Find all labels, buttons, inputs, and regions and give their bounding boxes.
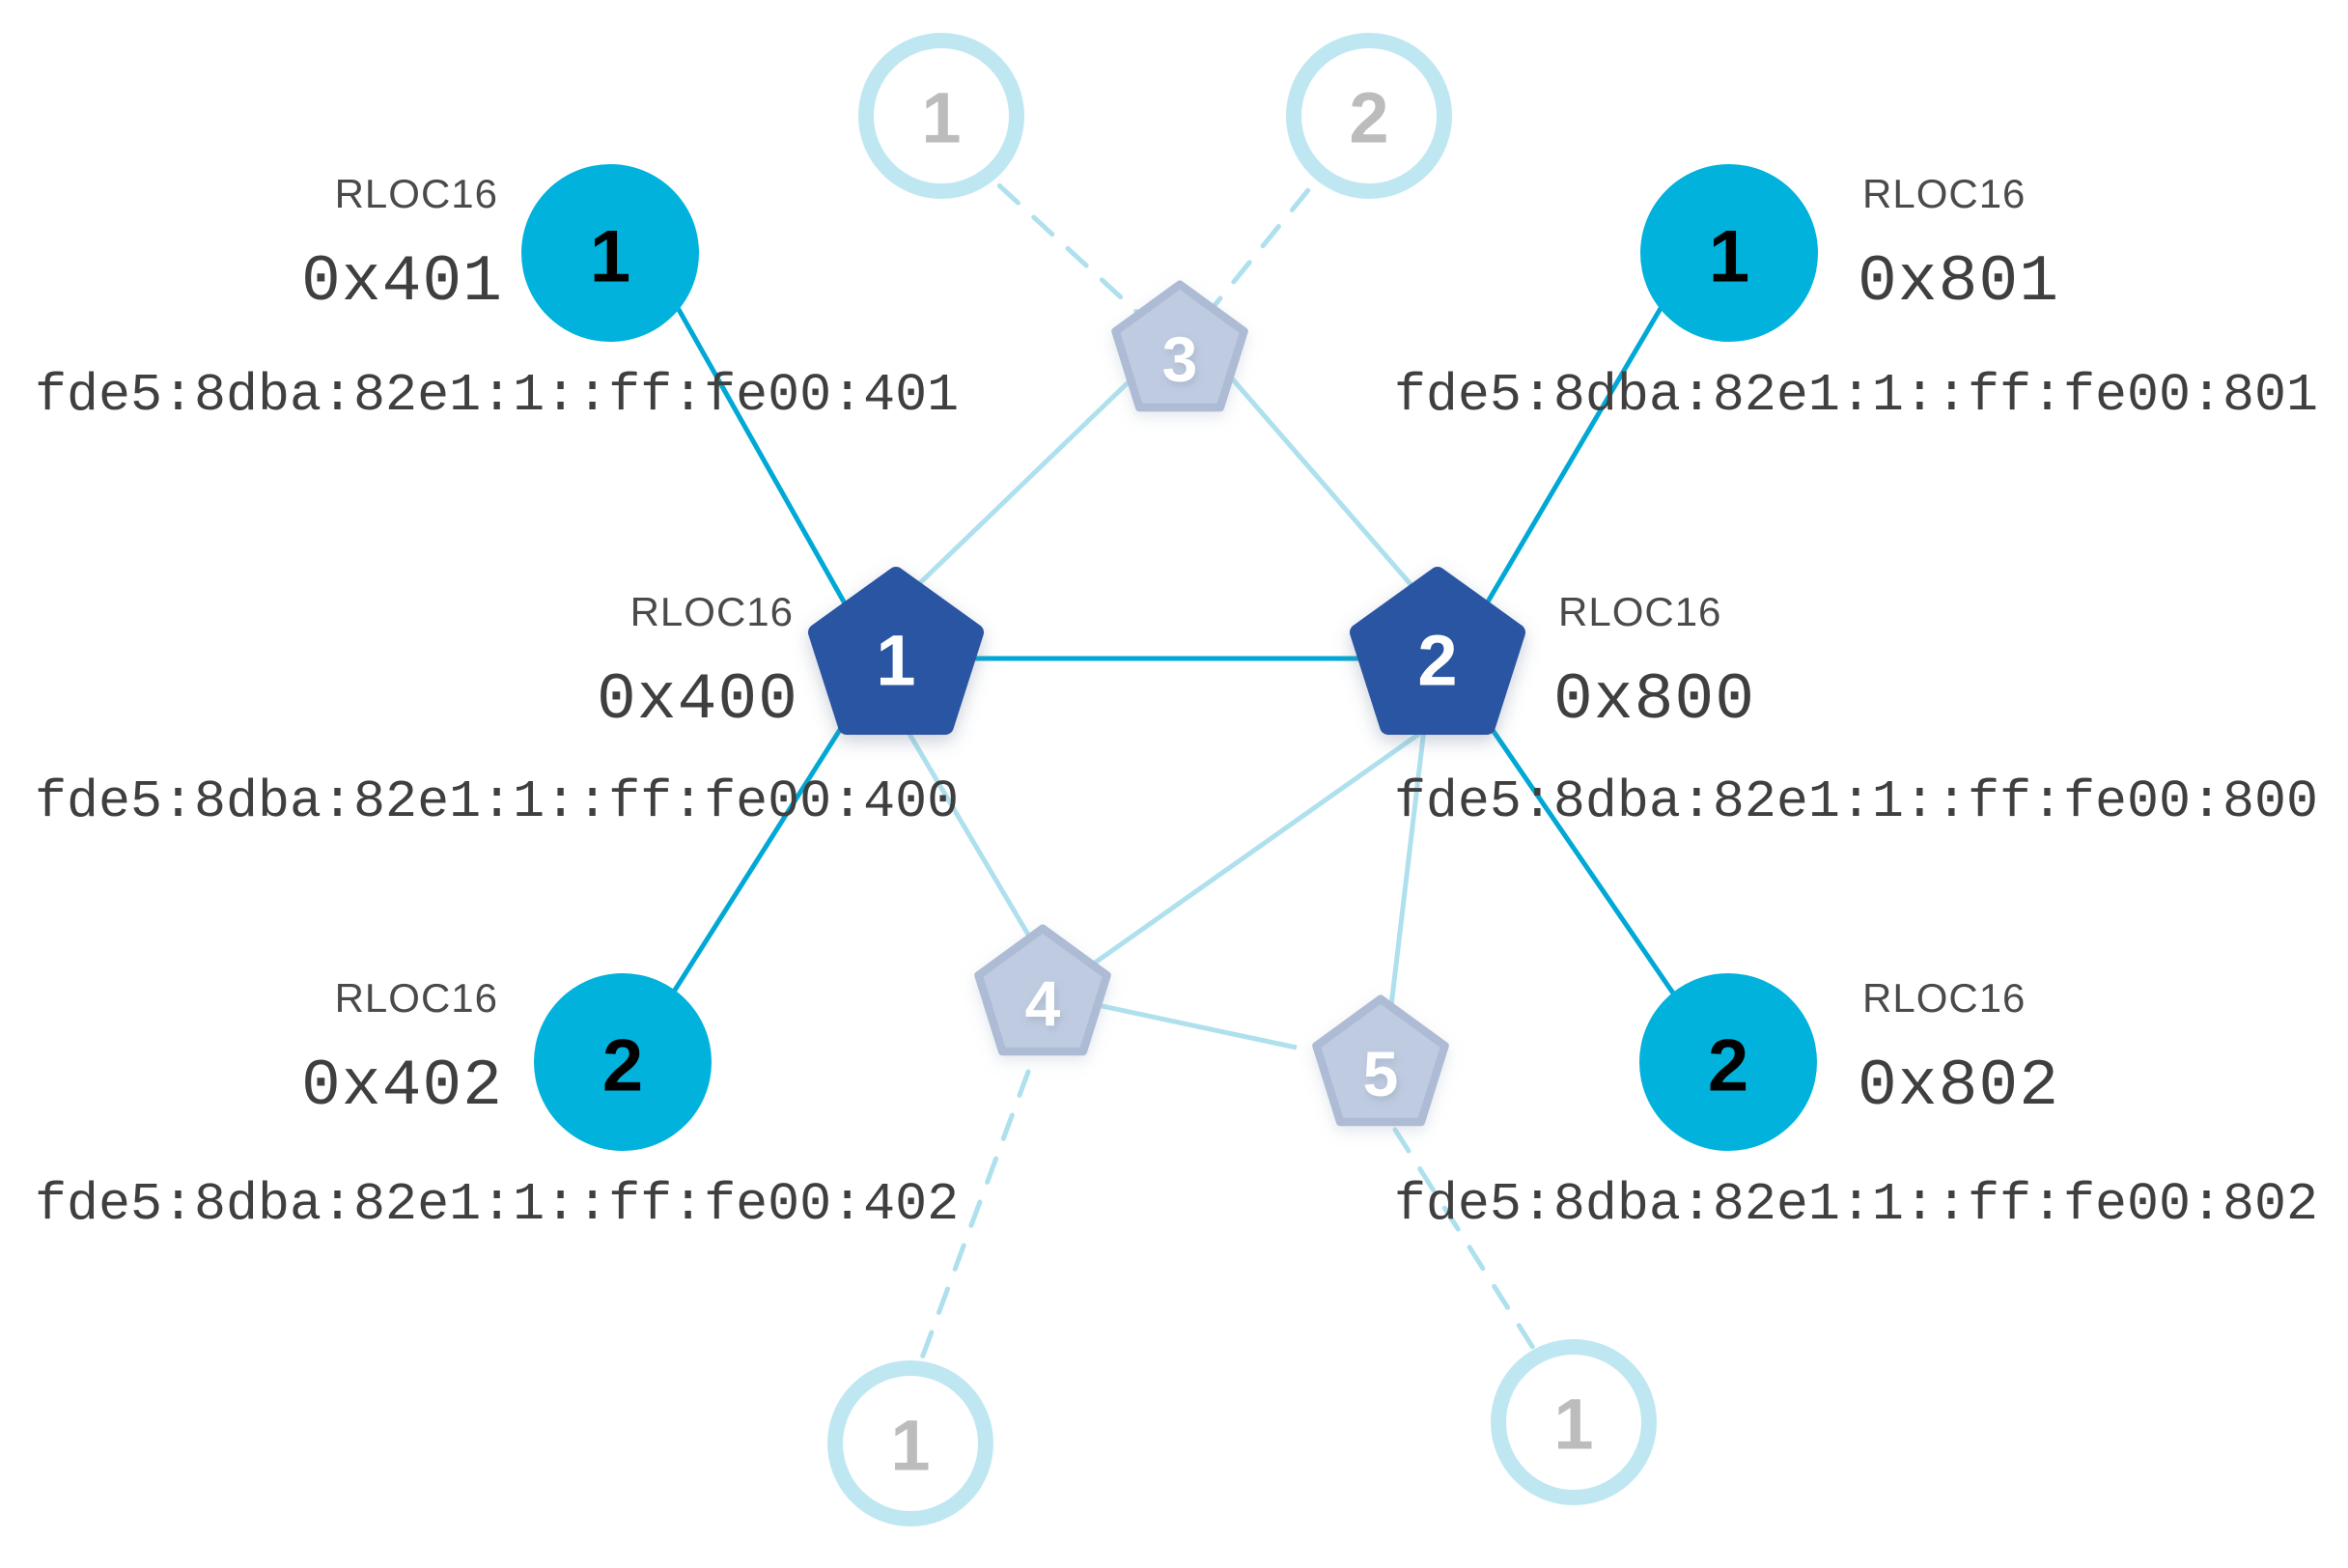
rloc16-title: RLOC16	[630, 589, 794, 634]
label-0x401: RLOC16 0x401 fde5:8dba:82e1:1::ff:fe00:4…	[35, 171, 959, 426]
label-0x800: RLOC16 0x800 fde5:8dba:82e1:1::ff:fe00:8…	[1394, 589, 2318, 832]
faded-router-label: 3	[1162, 323, 1198, 395]
link-faded-child-tl-to-router3	[963, 152, 1147, 322]
faded-child-circle[interactable]	[858, 33, 1024, 199]
link-0x800-to-router4	[1089, 731, 1421, 968]
node-router-0x400[interactable]: 1	[808, 567, 984, 735]
router-node-label: 2	[602, 1025, 643, 1107]
faded-router-4[interactable]: 4	[974, 924, 1111, 1056]
node-child-0x401[interactable]: 1	[521, 164, 699, 342]
label-0x801: RLOC16 0x801 fde5:8dba:82e1:1::ff:fe00:8…	[1394, 171, 2318, 426]
ipv6-address: fde5:8dba:82e1:1::ff:fe00:400	[35, 771, 959, 832]
leader-node-label: 1	[876, 621, 915, 701]
label-0x802: RLOC16 0x802 fde5:8dba:82e1:1::ff:fe00:8…	[1394, 975, 2318, 1235]
faded-router-label: 5	[1363, 1038, 1399, 1109]
faded-child-top-left[interactable]: 1	[858, 33, 1024, 199]
faded-child-bottom-left[interactable]: 1	[827, 1360, 993, 1526]
leader-pentagon[interactable]	[1350, 567, 1525, 735]
ipv6-address: fde5:8dba:82e1:1::ff:fe00:800	[1394, 771, 2318, 832]
rloc16-value: 0x802	[1858, 1050, 2059, 1124]
rloc16-value: 0x400	[597, 663, 798, 738]
node-child-0x802[interactable]: 2	[1639, 973, 1817, 1151]
label-0x400: RLOC16 0x400 fde5:8dba:82e1:1::ff:fe00:4…	[35, 589, 959, 832]
rloc16-value: 0x800	[1553, 663, 1755, 738]
router-node-label: 2	[1708, 1025, 1748, 1107]
ipv6-address: fde5:8dba:82e1:1::ff:fe00:802	[1394, 1174, 2318, 1235]
rloc16-value: 0x401	[301, 245, 503, 320]
leader-node-label: 2	[1417, 621, 1457, 701]
link-0x800-to-router5	[1387, 728, 1427, 1015]
link-faded-child-tr-to-router3	[1209, 152, 1340, 312]
ipv6-address: fde5:8dba:82e1:1::ff:fe00:801	[1394, 365, 2318, 426]
faded-child-top-right[interactable]: 2	[1286, 33, 1452, 199]
router-node-label: 1	[1709, 216, 1749, 298]
faded-child-label: 2	[1349, 78, 1388, 158]
label-0x402: RLOC16 0x402 fde5:8dba:82e1:1::ff:fe00:4…	[35, 975, 959, 1235]
faded-child-label: 1	[1553, 1385, 1593, 1465]
faded-router-pentagon[interactable]	[1111, 280, 1248, 412]
rloc16-value: 0x402	[301, 1050, 503, 1124]
rloc16-title: RLOC16	[335, 975, 498, 1021]
node-child-0x402[interactable]: 2	[534, 973, 712, 1151]
faded-child-label: 1	[921, 78, 961, 158]
faded-router-label: 4	[1025, 967, 1061, 1039]
faded-child-bottom-right[interactable]: 1	[1491, 1339, 1657, 1505]
leader-pentagon[interactable]	[808, 567, 984, 735]
faded-child-label: 1	[890, 1406, 930, 1486]
node-child-0x801[interactable]: 1	[1640, 164, 1818, 342]
faded-router-pentagon[interactable]	[1312, 994, 1449, 1127]
rloc16-title: RLOC16	[1862, 975, 2026, 1021]
router-circle[interactable]	[1639, 973, 1817, 1151]
link-0x400-to-0x402	[646, 713, 853, 1033]
faded-child-circle[interactable]	[827, 1360, 993, 1526]
faded-router-3[interactable]: 3	[1111, 280, 1248, 412]
rloc16-value: 0x801	[1858, 245, 2059, 320]
link-router5-to-faded-child-br	[1392, 1127, 1548, 1369]
faded-child-circle[interactable]	[1286, 33, 1452, 199]
link-router4-to-faded-child-bl	[914, 1069, 1031, 1374]
ipv6-address: fde5:8dba:82e1:1::ff:fe00:401	[35, 365, 959, 426]
link-0x800-to-0x802	[1479, 713, 1702, 1033]
node-router-0x800[interactable]: 2	[1350, 567, 1525, 735]
rloc16-title: RLOC16	[1558, 589, 1721, 634]
link-router4-to-router5	[1092, 1001, 1298, 1050]
faded-router-pentagon[interactable]	[974, 924, 1111, 1056]
rloc16-title: RLOC16	[335, 171, 498, 216]
rloc16-title: RLOC16	[1862, 171, 2026, 216]
router-circle[interactable]	[521, 164, 699, 342]
router-circle[interactable]	[1640, 164, 1818, 342]
faded-child-circle[interactable]	[1491, 1339, 1657, 1505]
faded-router-5[interactable]: 5	[1312, 994, 1449, 1127]
ipv6-address: fde5:8dba:82e1:1::ff:fe00:402	[35, 1174, 959, 1235]
router-circle[interactable]	[534, 973, 712, 1151]
link-0x400-to-router4	[895, 713, 1044, 958]
router-node-label: 1	[590, 216, 630, 298]
